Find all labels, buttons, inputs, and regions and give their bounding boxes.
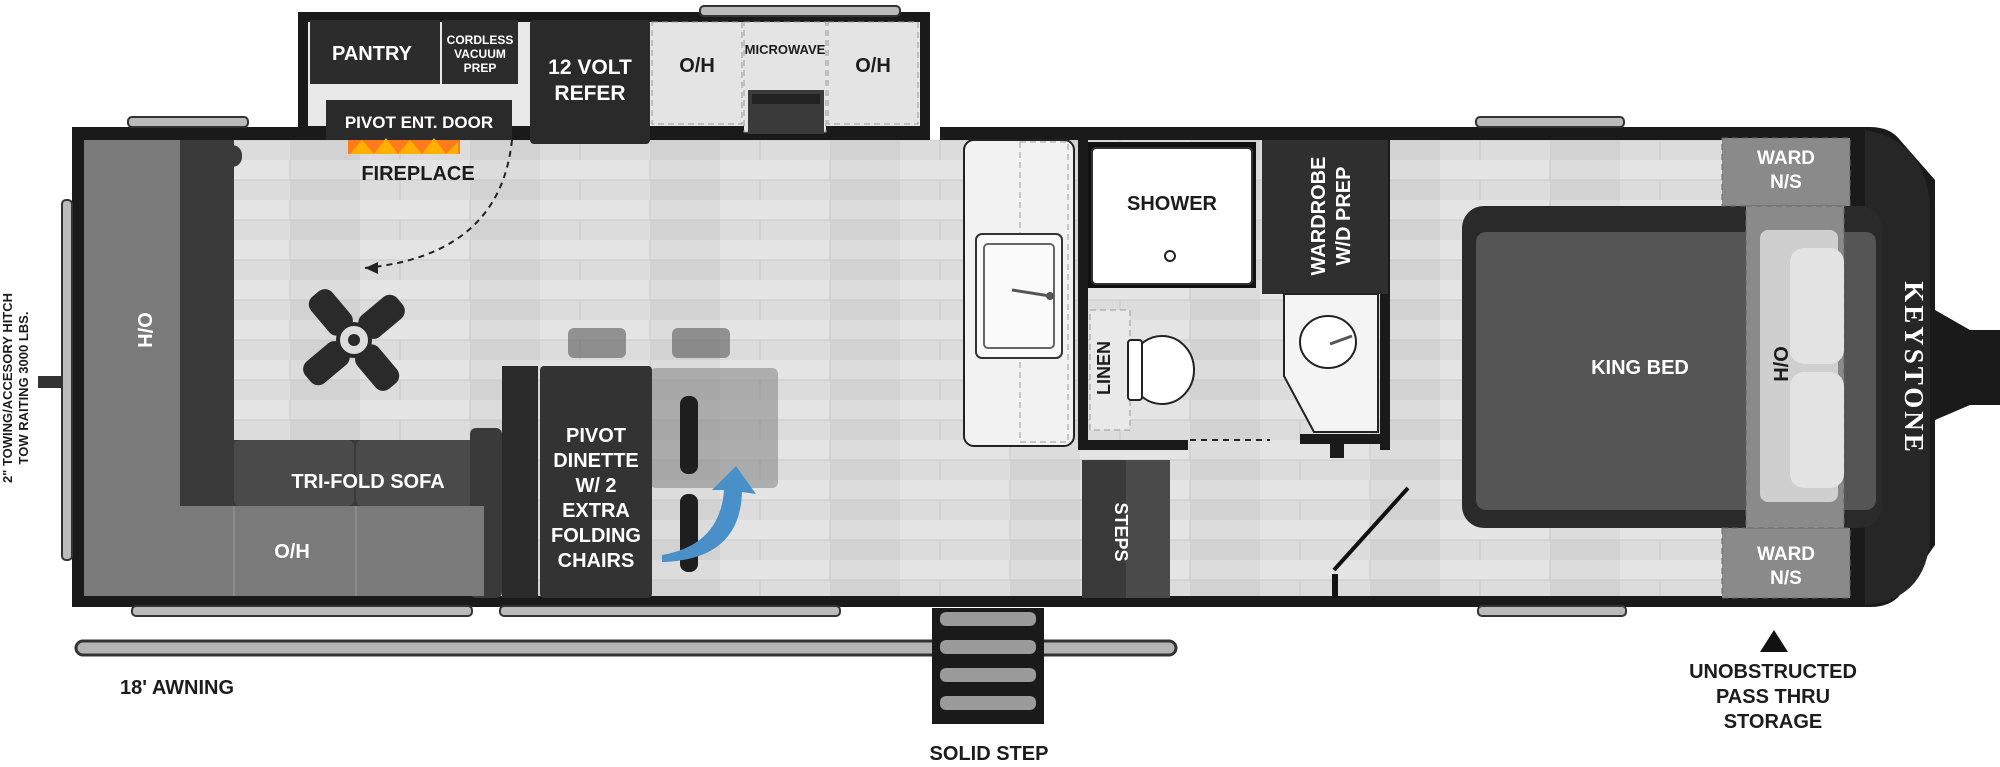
kitchen-sink <box>975 233 1063 359</box>
dinette-label-2: DINETTE <box>553 450 639 472</box>
solid-step <box>932 608 1044 724</box>
ward-top-label-2: N/S <box>1770 172 1802 193</box>
sofa-label: TRI-FOLD SOFA <box>291 471 444 493</box>
wardrobe-label-1: WARDROBE <box>1308 157 1330 276</box>
hitch-label-2: TOW RAITING 3000 LBS. <box>16 312 31 465</box>
microwave-label: MICROWAVE <box>745 42 826 57</box>
linen <box>1089 309 1131 431</box>
storage-label-3: STORAGE <box>1724 711 1823 733</box>
overhead-right <box>827 21 919 125</box>
ward-bottom-label-1: WARD <box>1757 544 1815 565</box>
overhead-bottom <box>84 506 484 596</box>
pivot-arrow-icon <box>662 466 756 562</box>
oh-side-label: O/H <box>133 312 155 348</box>
hitch-label-1: 2" TOWING/ACCESORY HITCH <box>0 293 15 483</box>
refer-label-2: REFER <box>554 82 625 105</box>
steps-label: STEPS <box>1111 502 1131 561</box>
awning-bar <box>74 639 1178 657</box>
refer-label-1: 12 VOLT <box>548 56 632 79</box>
dinette-label-5: FOLDING <box>551 525 641 547</box>
wardrobe <box>1262 140 1388 294</box>
dinette-label-1: PIVOT <box>566 425 626 447</box>
dinette-label-6: CHAIRS <box>558 550 635 572</box>
refrigerator <box>530 20 650 144</box>
vacuum-label-3: PREP <box>464 61 497 75</box>
fireplace <box>326 100 512 140</box>
shower-label: SHOWER <box>1127 193 1218 215</box>
bathroom-sink <box>1299 315 1357 369</box>
dinette-back <box>502 366 538 598</box>
ceiling-fan-icon <box>303 289 405 391</box>
dinette-label-3: W/ 2 <box>575 475 616 497</box>
vacuum-prep <box>442 20 518 84</box>
ward-bottom-label-2: N/S <box>1770 568 1802 589</box>
oh-bottom-label: O/H <box>274 541 310 563</box>
pantry-label: PANTRY <box>332 43 413 65</box>
bedroom-door <box>1332 486 1410 572</box>
dinette-label-4: EXTRA <box>562 500 630 522</box>
wardrobe-label-2: W/D PREP <box>1333 167 1355 266</box>
oh-bed-label: H/O <box>1771 346 1793 382</box>
storage-label-2: PASS THRU <box>1716 686 1830 708</box>
ward-top-label-1: WARD <box>1757 148 1815 169</box>
storage-arrow-icon <box>1760 630 1788 652</box>
linen-label: LINEN <box>1094 341 1114 395</box>
oh-right-label: O/H <box>855 55 891 77</box>
overhead-left <box>651 21 743 125</box>
vacuum-label-2: VACUUM <box>454 47 506 61</box>
awning-label: 18' AWNING <box>120 677 234 699</box>
fireplace-label: FIREPLACE <box>361 163 474 185</box>
pantry <box>310 20 440 84</box>
solid-step-label: SOLID STEP <box>930 743 1049 765</box>
pivot-dinette <box>540 366 652 598</box>
pivot-door-label: PIVOT ENT. DOOR <box>345 113 493 132</box>
storage-label-1: UNOBSTRUCTED <box>1689 661 1857 683</box>
brand-logo: KEYSTONE <box>1899 281 1929 455</box>
wardrobe-ns-top <box>1721 137 1851 207</box>
door-swing <box>364 139 513 269</box>
oh-left-label: O/H <box>679 55 715 77</box>
king-bed-label: KING BED <box>1591 357 1689 379</box>
vacuum-label-1: CORDLESS <box>447 33 514 47</box>
shower-drain-icon <box>1164 250 1176 262</box>
